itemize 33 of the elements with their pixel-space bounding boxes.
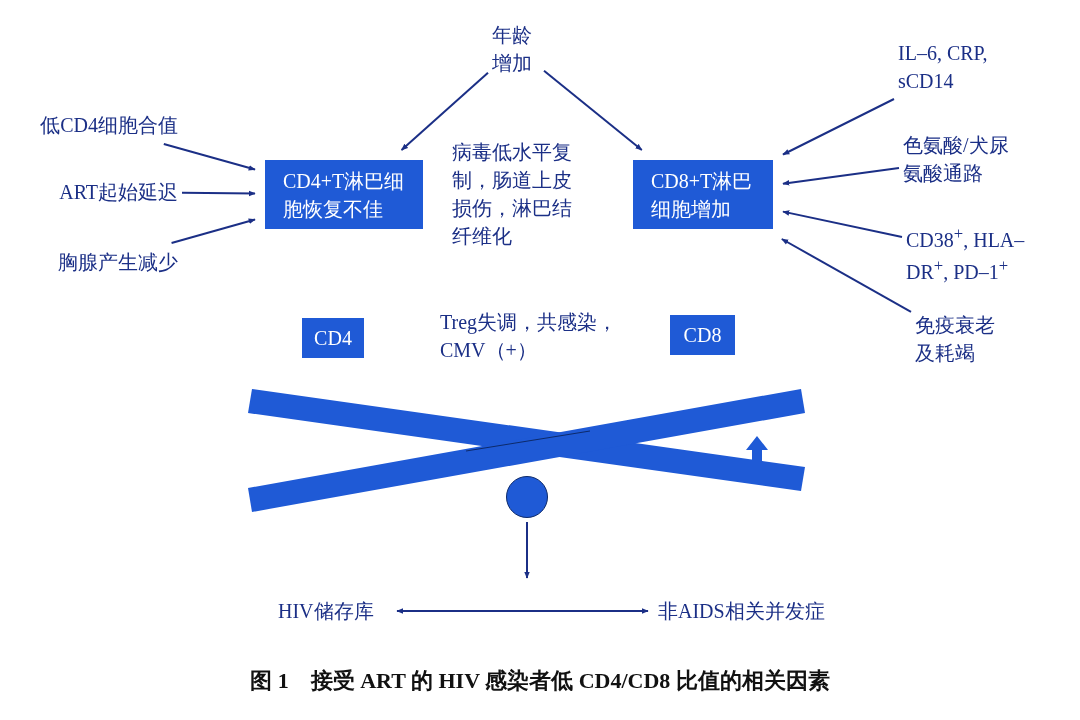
box-label: CD8: [683, 323, 722, 348]
arrow: [181, 190, 256, 197]
factor-text: 低CD4细胞合值: [40, 113, 178, 138]
factor-text: 年龄增加: [492, 23, 533, 76]
factor-text: CD38$^{+}$, HLA–DR$^{+}$, PD–1$^{+}$: [906, 223, 1026, 285]
arrow: [782, 166, 900, 186]
factor-text: 非AIDS相关并发症: [658, 599, 825, 624]
factor-text: HIV储存库: [278, 599, 374, 624]
label-box: [633, 160, 773, 229]
arrow: [524, 521, 530, 579]
box-label: CD4: [314, 326, 352, 351]
box-label: CD4+T淋巴细胞恢复不佳: [283, 168, 405, 222]
note-text: Treg失调，共感染，CMV（+）: [440, 310, 619, 363]
factor-text: 胸腺产生减少: [58, 250, 178, 275]
arrow: [782, 210, 903, 239]
label-box: [265, 160, 423, 229]
arrow: [396, 608, 649, 614]
box-label: CD8+T淋巴细胞增加: [651, 168, 754, 222]
arrow: [170, 218, 256, 244]
label-box: [670, 315, 735, 355]
factor-text: 色氨酸/犬尿氨酸通路: [903, 133, 1010, 186]
arrow: [782, 98, 895, 156]
factor-text: IL–6, CRP, sCD14: [898, 41, 989, 94]
factor-text: ART起始延迟: [59, 180, 178, 205]
arrow: [780, 238, 912, 313]
arrow: [543, 69, 643, 151]
note-text: 病毒低水平复制，肠道上皮损伤，淋巴结纤维化: [452, 140, 573, 249]
fulcrum-circle: [506, 476, 548, 518]
arrow: [400, 71, 489, 151]
figure-caption: 图 1 接受 ART 的 HIV 感染者低 CD4/CD8 比值的相关因素: [249, 667, 831, 695]
label-box: [302, 318, 364, 358]
arrow: [162, 143, 256, 171]
factor-text: 免疫衰老及耗竭: [915, 313, 996, 366]
